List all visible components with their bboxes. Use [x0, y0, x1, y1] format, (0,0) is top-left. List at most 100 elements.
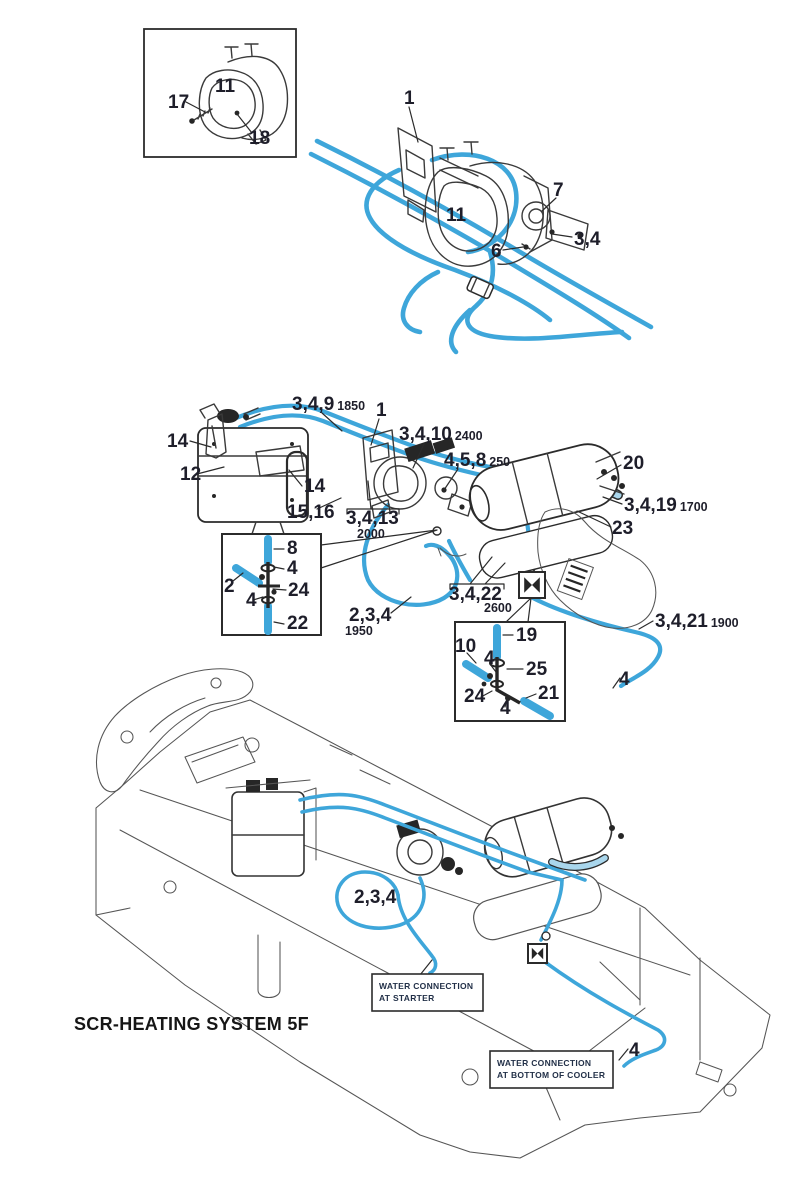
- callout-label-1: 1: [404, 88, 415, 109]
- strap-14-right: [285, 450, 309, 518]
- callout-label-11: 11: [215, 76, 236, 97]
- hose-21: [520, 697, 554, 720]
- leader-24: [480, 690, 493, 698]
- leader-22: [273, 621, 285, 625]
- callout-label-11: 11: [446, 205, 467, 226]
- leader-17: [185, 101, 206, 113]
- callout-label-4: 4: [484, 648, 495, 669]
- heated-hose: [549, 855, 608, 870]
- callout-label-4: 4: [287, 558, 298, 579]
- coolant-hose: [300, 805, 564, 882]
- callout-label-21: 21: [538, 683, 560, 704]
- bracket-3-4-22: [449, 556, 506, 590]
- heater-pump-cluster: [373, 437, 473, 517]
- callout-label-3-4: 3,4: [574, 229, 601, 250]
- callout-label-18: 18: [249, 128, 270, 149]
- bracket-14-left: [205, 413, 227, 459]
- leader-4-5-8: [443, 468, 459, 491]
- callout-label-19: 19: [516, 625, 537, 646]
- inset-detail-box: [143, 28, 297, 158]
- note-box-text: AT BOTTOM OF COOLER: [497, 1070, 605, 1080]
- fitting-detail-box-left: [221, 529, 438, 636]
- leader-4b: [252, 596, 264, 601]
- screw-17: [189, 107, 213, 124]
- callout-label-6: 6: [491, 241, 502, 262]
- header-tank-chassis: [225, 778, 317, 877]
- callout-label-7: 7: [553, 180, 564, 201]
- leader-starter-note: [419, 959, 433, 976]
- engine-outline: [437, 508, 657, 629]
- note-box-text: WATER CONNECTION: [497, 1058, 591, 1068]
- leader-6: [502, 246, 524, 251]
- callout-label-1: 1: [376, 400, 387, 421]
- leader-3-4-21: [638, 620, 654, 630]
- leader-7: [541, 197, 557, 212]
- pointer-wedge-right: [505, 597, 532, 623]
- leader-14-right: [288, 469, 303, 487]
- coolant-hose: [237, 413, 493, 480]
- scr-muffler-chassis: [473, 797, 624, 941]
- leader-1-mid: [370, 418, 380, 446]
- hose-junction: [541, 931, 551, 941]
- coolant-hose: [446, 538, 473, 583]
- callout-label-25: 25: [526, 659, 548, 680]
- diagram-title: SCR-HEATING SYSTEM 5F: [74, 1014, 309, 1034]
- heater-unit-inset: [198, 43, 289, 145]
- leader-20: [596, 464, 622, 480]
- fitting-detail-box-right: [454, 597, 566, 722]
- chassis-frame: [95, 699, 771, 1159]
- elbow-fitting: [481, 657, 521, 705]
- leader-4-mid: [612, 677, 621, 689]
- coolant-hose: [362, 502, 460, 607]
- scr-muffler: [468, 443, 625, 579]
- note-box: WATER CONNECTION AT STARTER: [371, 973, 484, 1012]
- coolant-hose: [448, 307, 473, 355]
- callout-label-15-16: 15,16: [287, 502, 335, 523]
- callout-label-2000: 2000: [357, 527, 385, 541]
- leader-12: [196, 466, 225, 475]
- callout-label-24: 24: [288, 580, 310, 601]
- leader-15-16: [316, 497, 342, 510]
- callout-label-14: 14: [167, 431, 189, 452]
- leader-3-4-19: [602, 496, 623, 505]
- leader-4-bottom: [618, 1048, 629, 1061]
- leader-23: [576, 510, 612, 528]
- coolant-hose: [298, 792, 587, 882]
- callout-label-3-4-22: 3,4,22: [449, 584, 502, 605]
- callout-label-4: 4: [619, 669, 630, 690]
- leader-2-3-4: [390, 596, 412, 614]
- leader-4a: [273, 566, 285, 570]
- callout-label-2: 2: [224, 576, 235, 597]
- leader-14-left: [189, 440, 212, 448]
- leader-2: [232, 572, 244, 582]
- note-box-text: WATER CONNECTION: [379, 981, 473, 991]
- coolant-hose: [364, 167, 553, 323]
- hose-coupler: [466, 276, 495, 300]
- coolant-hose: [396, 893, 438, 975]
- callout-label-12: 12: [180, 464, 201, 485]
- loader-arm: [96, 668, 254, 793]
- hose-10: [462, 660, 492, 682]
- bracket-3-4-13: [346, 480, 400, 515]
- note-box-text: AT STARTER: [379, 993, 435, 1003]
- hose-2: [232, 564, 263, 587]
- circulation-pump: [521, 201, 589, 251]
- callout-label-24: 24: [464, 686, 486, 707]
- callout-label-3-4-13: 3,4,13: [346, 508, 399, 529]
- chassis-overview: [95, 668, 771, 1159]
- callout-label-4: 4: [500, 698, 511, 719]
- callout-label-10: 10: [455, 636, 476, 657]
- leader-3-4-10: [412, 443, 425, 469]
- leader-24: [272, 588, 287, 591]
- coolant-hose: [335, 870, 426, 930]
- callout-label-14: 14: [304, 476, 326, 497]
- pointer-wedge-left: [320, 529, 438, 569]
- callout-label-2-3-4: 2,3,4: [349, 605, 392, 626]
- callout-label-23: 23: [612, 518, 633, 539]
- middle-system-layout: [189, 403, 663, 689]
